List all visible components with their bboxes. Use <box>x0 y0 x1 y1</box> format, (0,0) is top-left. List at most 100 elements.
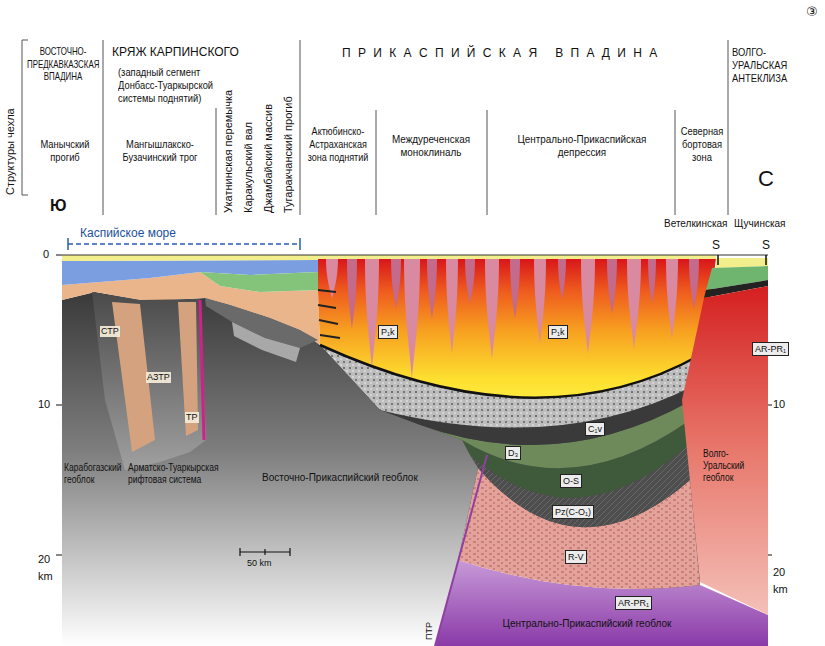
layer-tag: AR-PR₁ <box>615 596 652 610</box>
rift-label: СТР <box>100 326 120 337</box>
column-divider <box>103 40 104 215</box>
layer-tag: D₃ <box>505 446 521 460</box>
layer-tag: P₁k <box>548 325 568 339</box>
zone-name: Манычский прогиб <box>30 138 100 164</box>
sea-line <box>68 243 300 245</box>
depth-tick <box>56 255 772 555</box>
zone-name: Каракульский вал <box>242 122 255 213</box>
structure-name: ВОЛГО-УРАЛЬСКАЯ АНТЕКЛИЗА <box>732 46 816 86</box>
interdome-basin <box>666 259 678 339</box>
layer-code: C₁v <box>588 424 602 434</box>
geoblock-name: Центрально-Прикаспийский геоблок <box>492 618 682 630</box>
ridge-top-layer <box>62 255 318 261</box>
scale-label: 50 km <box>247 558 272 569</box>
geoblock-name: Арматско-Туаркырская рифтовая система <box>128 462 228 486</box>
zone-name: Центрально-Прикаспийская депрессия <box>492 133 672 159</box>
layer-code: P₁k <box>551 327 565 337</box>
structure-name: П Р И К А С П И Й С К А Я В П А Д И Н А <box>342 46 659 60</box>
layer-code: R-V <box>568 552 584 562</box>
layer-tag: Pz(C-O₁) <box>552 505 594 519</box>
zone-name: Междуреченская моноклиналь <box>380 133 482 159</box>
depth-value: 10 <box>38 398 50 411</box>
cover-layer <box>318 255 716 259</box>
geoblock-name: Восточно-Прикаспийский геоблок <box>262 472 432 484</box>
interdome-basin <box>427 259 437 319</box>
layer-code: P₁k <box>381 327 395 337</box>
rift-label: ТР <box>185 412 199 423</box>
structure-name: КРЯЖ КАРПИНСКОГО <box>112 45 239 59</box>
interdome-basin <box>326 259 338 299</box>
depth-unit: km <box>38 570 53 583</box>
scale-bar <box>240 548 290 556</box>
column-divider <box>216 108 217 215</box>
depth-value: 20 <box>773 566 785 579</box>
surface-line <box>62 255 768 256</box>
layer-code: Pz(C-O₁) <box>555 507 591 517</box>
interdome-basins <box>326 259 699 379</box>
interdome-basin <box>510 259 520 319</box>
rift-fill <box>178 302 198 436</box>
column-divider <box>300 40 301 215</box>
interdome-basin <box>391 259 401 309</box>
zone-name: Укатнинская перемычка <box>222 90 235 213</box>
interdome-basin <box>558 259 566 299</box>
ridge-green-layer <box>200 272 318 292</box>
interdome-basin <box>534 259 546 344</box>
layer-tag: O-S <box>560 474 582 488</box>
fault-label: ПТР <box>424 622 435 640</box>
zone-name: Джамбайский массив <box>262 104 275 213</box>
column-divider <box>487 110 488 215</box>
interdome-basin <box>648 259 656 304</box>
sea-name: Каспийское море <box>80 226 176 240</box>
rift-graben <box>92 292 206 470</box>
zone-name: Мангышлакско-Бузачинский трог <box>110 138 210 164</box>
layer-tag: AR-PR₁ <box>752 342 789 356</box>
layer-tag: R-V <box>565 550 587 564</box>
direction-letter: С <box>758 166 774 192</box>
column-divider <box>728 40 729 215</box>
direction-letter: Ю <box>50 196 67 215</box>
interdome-basin <box>465 259 475 304</box>
uplift-layers <box>318 290 340 338</box>
layer-code: O-S <box>563 476 579 486</box>
fault-line <box>200 300 204 440</box>
column-divider <box>376 110 377 215</box>
depth-unit: km <box>773 583 788 596</box>
interdome-basin <box>404 259 420 379</box>
rift-label: АЗТР <box>146 372 171 383</box>
zone-name: Актюбинско-Астраханская зона поднятий <box>305 125 371 165</box>
structure-note: (западный сегмент Донбасс-Туаркырской си… <box>118 66 214 106</box>
depth-value: 0 <box>43 248 49 261</box>
layer-code: D₃ <box>508 448 518 458</box>
layer-tag: P₁k <box>378 325 398 339</box>
interdome-basin <box>581 259 595 354</box>
interdome-basin <box>446 259 458 354</box>
salt-body <box>318 258 716 398</box>
layer-code: AR-PR₁ <box>618 598 649 608</box>
interdome-basin <box>485 259 499 359</box>
interdome-basin <box>347 259 357 329</box>
axis-title: Структуры чехла <box>4 108 17 195</box>
salt-base <box>320 345 700 398</box>
well-name: Ветелкинская <box>664 218 728 230</box>
structure-name: ВОСТОЧНО-ПРЕДКАВКАЗСКАЯ ВПАДИНА <box>27 45 99 83</box>
layer-code: AR-PR₁ <box>755 344 786 354</box>
interdome-basin <box>607 259 617 314</box>
interdome-basin <box>365 259 379 369</box>
fault-line <box>435 455 487 646</box>
depth-value: 20 <box>38 553 50 566</box>
well-tick <box>718 255 766 265</box>
depth-value: 10 <box>773 398 785 411</box>
zone-name: Тугаракчанский прогиб <box>282 96 295 213</box>
volga-ural-geoblock <box>682 286 768 615</box>
header-grid <box>22 40 728 215</box>
well-mark: S <box>712 238 720 252</box>
massif-block <box>232 322 300 362</box>
interdome-basin <box>689 259 699 309</box>
well-name: Щучинская <box>734 218 785 230</box>
well-mark: S <box>762 238 770 252</box>
geoblock-name: Карабогазский геоблок <box>64 462 126 486</box>
column-divider <box>675 110 676 215</box>
layer-tag: C₁v <box>585 422 605 436</box>
